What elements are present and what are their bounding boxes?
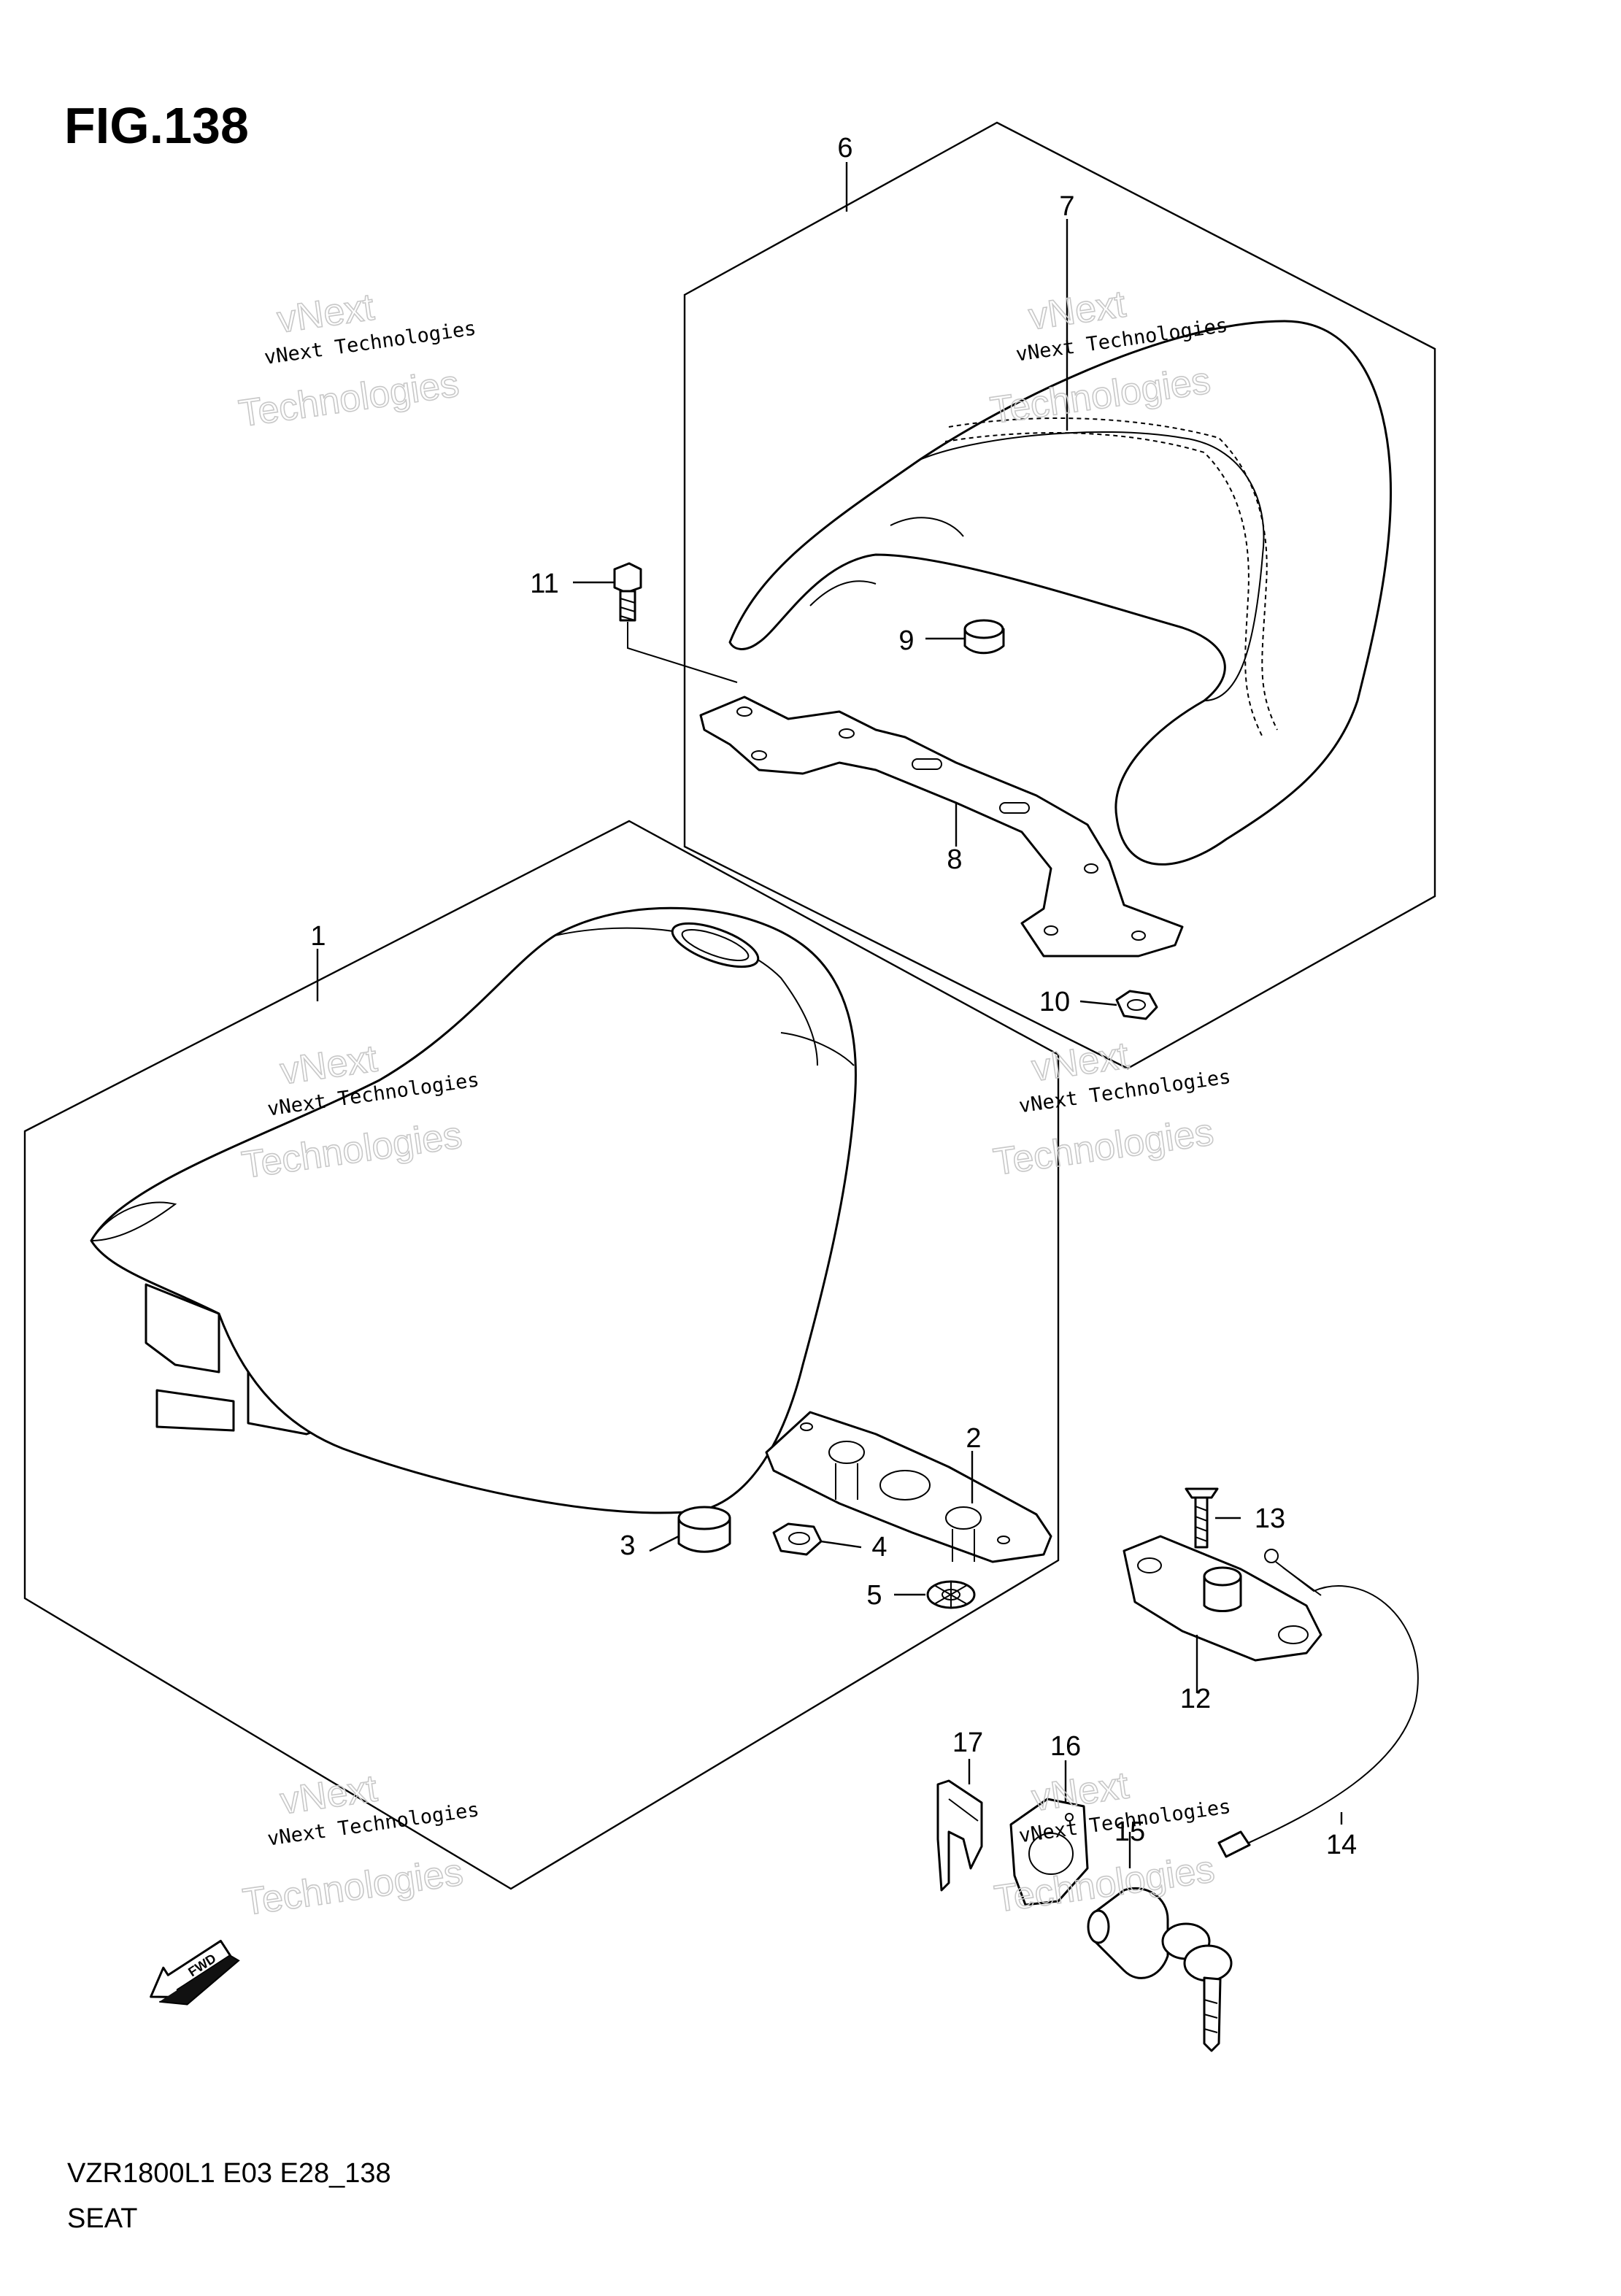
fwd-direction-arrow: FWD bbox=[150, 1939, 240, 2006]
callout-8: 8 bbox=[947, 844, 962, 875]
callout-5: 5 bbox=[866, 1580, 882, 1611]
svg-text:Technologies: Technologies bbox=[236, 363, 462, 436]
front-seat bbox=[90, 906, 857, 1514]
seat-lock-cable bbox=[1217, 1561, 1419, 1858]
lock-retainer bbox=[1009, 1798, 1089, 1906]
callout-15: 15 bbox=[1114, 1817, 1145, 1847]
rear-seat bbox=[728, 320, 1393, 866]
svg-text:Technologies: Technologies bbox=[991, 1111, 1217, 1184]
callout-6: 6 bbox=[837, 133, 852, 163]
lock-holder bbox=[1123, 1535, 1322, 1662]
rear-rubber-cushion bbox=[963, 619, 1005, 655]
seat-lock-and-keys bbox=[1087, 1887, 1233, 2052]
callout-12: 12 bbox=[1180, 1684, 1211, 1714]
model-code: VZR1800L1 E03 E28_138 bbox=[67, 2158, 391, 2189]
bolt bbox=[613, 562, 738, 683]
watermark-mid-right: vNext vNext Technologies Technologies bbox=[990, 1033, 1232, 1184]
nut bbox=[772, 1522, 823, 1556]
front-seat-assembly-box bbox=[23, 820, 1060, 1890]
callout-16: 16 bbox=[1050, 1731, 1081, 1762]
key-head-2 bbox=[1183, 1944, 1233, 1982]
callout-13: 13 bbox=[1255, 1503, 1285, 1534]
brand-logo-badge bbox=[671, 922, 760, 968]
rear-seat-bracket bbox=[699, 696, 1184, 958]
rubber-cushion bbox=[677, 1506, 731, 1553]
callout-2: 2 bbox=[966, 1423, 981, 1454]
callout-14: 14 bbox=[1326, 1830, 1357, 1860]
callout-4: 4 bbox=[871, 1532, 887, 1563]
screw bbox=[1185, 1487, 1219, 1549]
callout-10: 10 bbox=[1039, 987, 1070, 1017]
section-name: SEAT bbox=[67, 2203, 137, 2234]
callout-1: 1 bbox=[310, 921, 326, 952]
seat-plate bbox=[765, 1411, 1052, 1563]
svg-text:Technologies: Technologies bbox=[240, 1851, 466, 1924]
callout-3: 3 bbox=[620, 1530, 635, 1561]
rear-seat-assembly-box bbox=[683, 121, 1436, 1070]
callout-9: 9 bbox=[898, 625, 914, 656]
callout-17: 17 bbox=[952, 1727, 983, 1758]
watermark-top-left: vNext vNext Technologies Technologies bbox=[236, 285, 477, 436]
figure-title: FIG.138 bbox=[64, 97, 249, 154]
clip bbox=[936, 1779, 983, 1892]
leader-lines bbox=[316, 162, 1343, 1868]
callout-11: 11 bbox=[530, 569, 558, 599]
rear-nut bbox=[1115, 990, 1158, 1020]
grommet bbox=[926, 1580, 976, 1609]
watermark-bottom-left: vNext vNext Technologies Technologies bbox=[239, 1767, 480, 1925]
callout-7: 7 bbox=[1059, 191, 1074, 222]
